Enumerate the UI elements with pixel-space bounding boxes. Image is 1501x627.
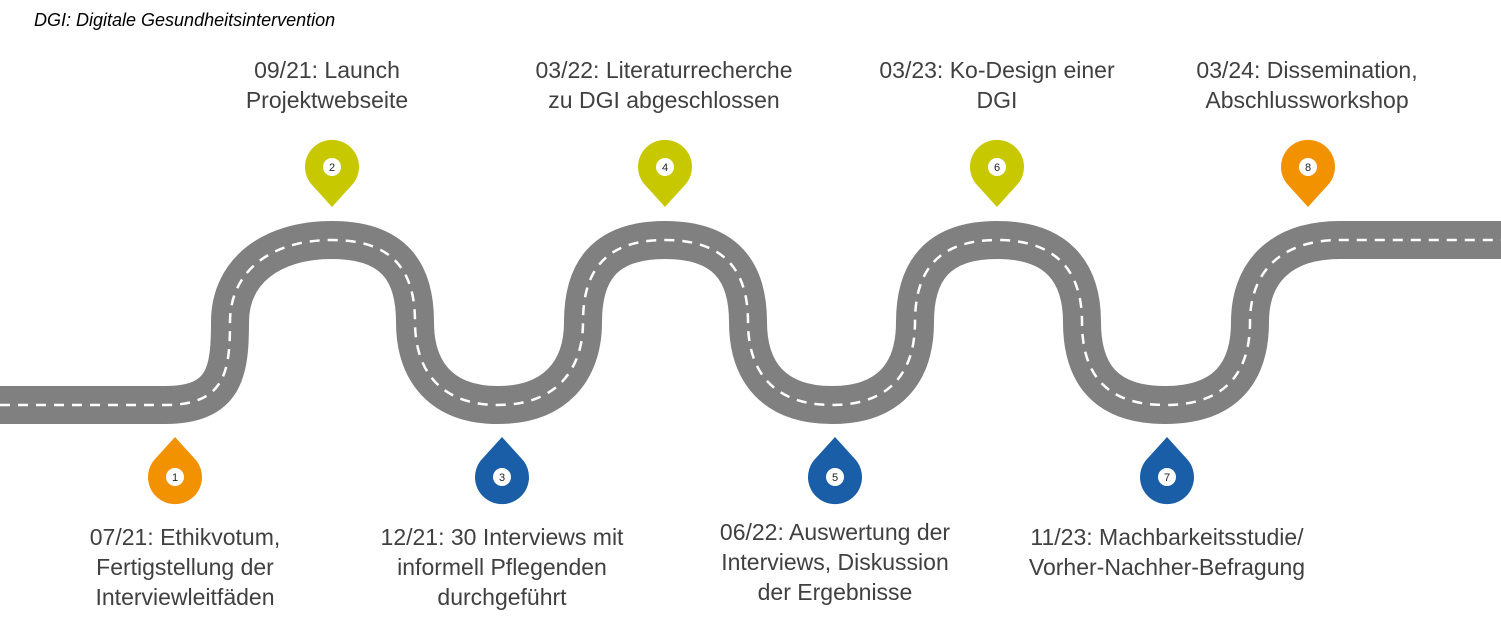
milestone-marker-7: 7: [1140, 437, 1195, 505]
milestone-marker-6: 6: [970, 139, 1025, 207]
milestone-label-line: 03/23: Ko-Design einer: [879, 57, 1115, 83]
milestone-label-7: 11/23: Machbarkeitsstudie/Vorher-Nachher…: [1017, 522, 1317, 582]
milestone-label-line: 03/24: Dissemination,: [1196, 57, 1418, 83]
milestone-label-line: Vorher-Nachher-Befragung: [1028, 554, 1306, 580]
milestone-label-3: 12/21: 30 Interviews mit informell Pflege…: [352, 522, 652, 612]
pin-number-circle: [826, 468, 844, 486]
milestone-number: 8: [1305, 162, 1311, 174]
milestone-label-line: 07/21: Ethikvotum,: [89, 524, 281, 550]
milestone-marker-5: 5: [808, 437, 862, 505]
milestone-label-line: der Ergebnisse: [757, 579, 913, 605]
milestone-label-line: Interviews, Diskussion: [721, 549, 949, 575]
road-center-line: [0, 238, 1501, 407]
road: [0, 221, 1501, 424]
pin-number-circle: [656, 158, 674, 176]
milestone-marker-8: 8: [1281, 139, 1335, 207]
milestone-label-line: durchgeführt: [437, 584, 567, 610]
milestone-label-line: DGI: [976, 87, 1018, 113]
milestone-label-line: 11/23: Machbarkeitsstudie/: [1030, 524, 1304, 550]
milestone-marker-1: 1: [148, 437, 202, 505]
milestone-label-4: 03/22: Literaturrecherche zu DGI abgeschl…: [514, 55, 814, 115]
milestone-marker-2: 2: [305, 139, 359, 207]
pin-number-circle: [1299, 158, 1317, 176]
milestone-number: 3: [499, 472, 505, 484]
abbreviation-note: DGI: Digitale Gesundheitsintervention: [34, 10, 336, 30]
milestone-label-line: 09/21: Launch: [254, 57, 400, 83]
milestone-number: 7: [1164, 472, 1170, 484]
milestone-label-8: 03/24: Dissemination, Abschlussworkshop: [1157, 55, 1457, 115]
milestone-number: 4: [662, 162, 668, 174]
pin-number-circle: [1158, 468, 1176, 486]
milestone-label-line: Projektwebseite: [245, 87, 409, 113]
milestone-number: 5: [832, 472, 838, 484]
pin-number-circle: [166, 468, 184, 486]
milestone-marker-4: 4: [638, 139, 693, 207]
milestone-number: 6: [994, 162, 1000, 174]
milestone-label-line: informell Pflegenden: [397, 554, 607, 580]
pin-number-circle: [988, 158, 1006, 176]
pin-number-circle: [493, 468, 511, 486]
milestone-label-line: 03/22: Literaturrecherche: [535, 57, 793, 83]
milestone-label-line: Abschlussworkshop: [1205, 87, 1409, 113]
milestone-marker-3: 3: [475, 437, 530, 505]
milestone-label-line: zu DGI abgeschlossen: [548, 87, 780, 113]
milestone-label-line: 06/22: Auswertung der: [719, 519, 951, 545]
milestone-label-line: 12/21: 30 Interviews mit: [380, 524, 624, 550]
pin-number-circle: [323, 158, 341, 176]
milestone-number: 1: [172, 472, 178, 484]
milestone-label-line: Fertigstellung der: [96, 554, 274, 580]
milestone-label-line: Interviewleitfäden: [95, 584, 275, 610]
milestone-number: 2: [329, 162, 335, 174]
